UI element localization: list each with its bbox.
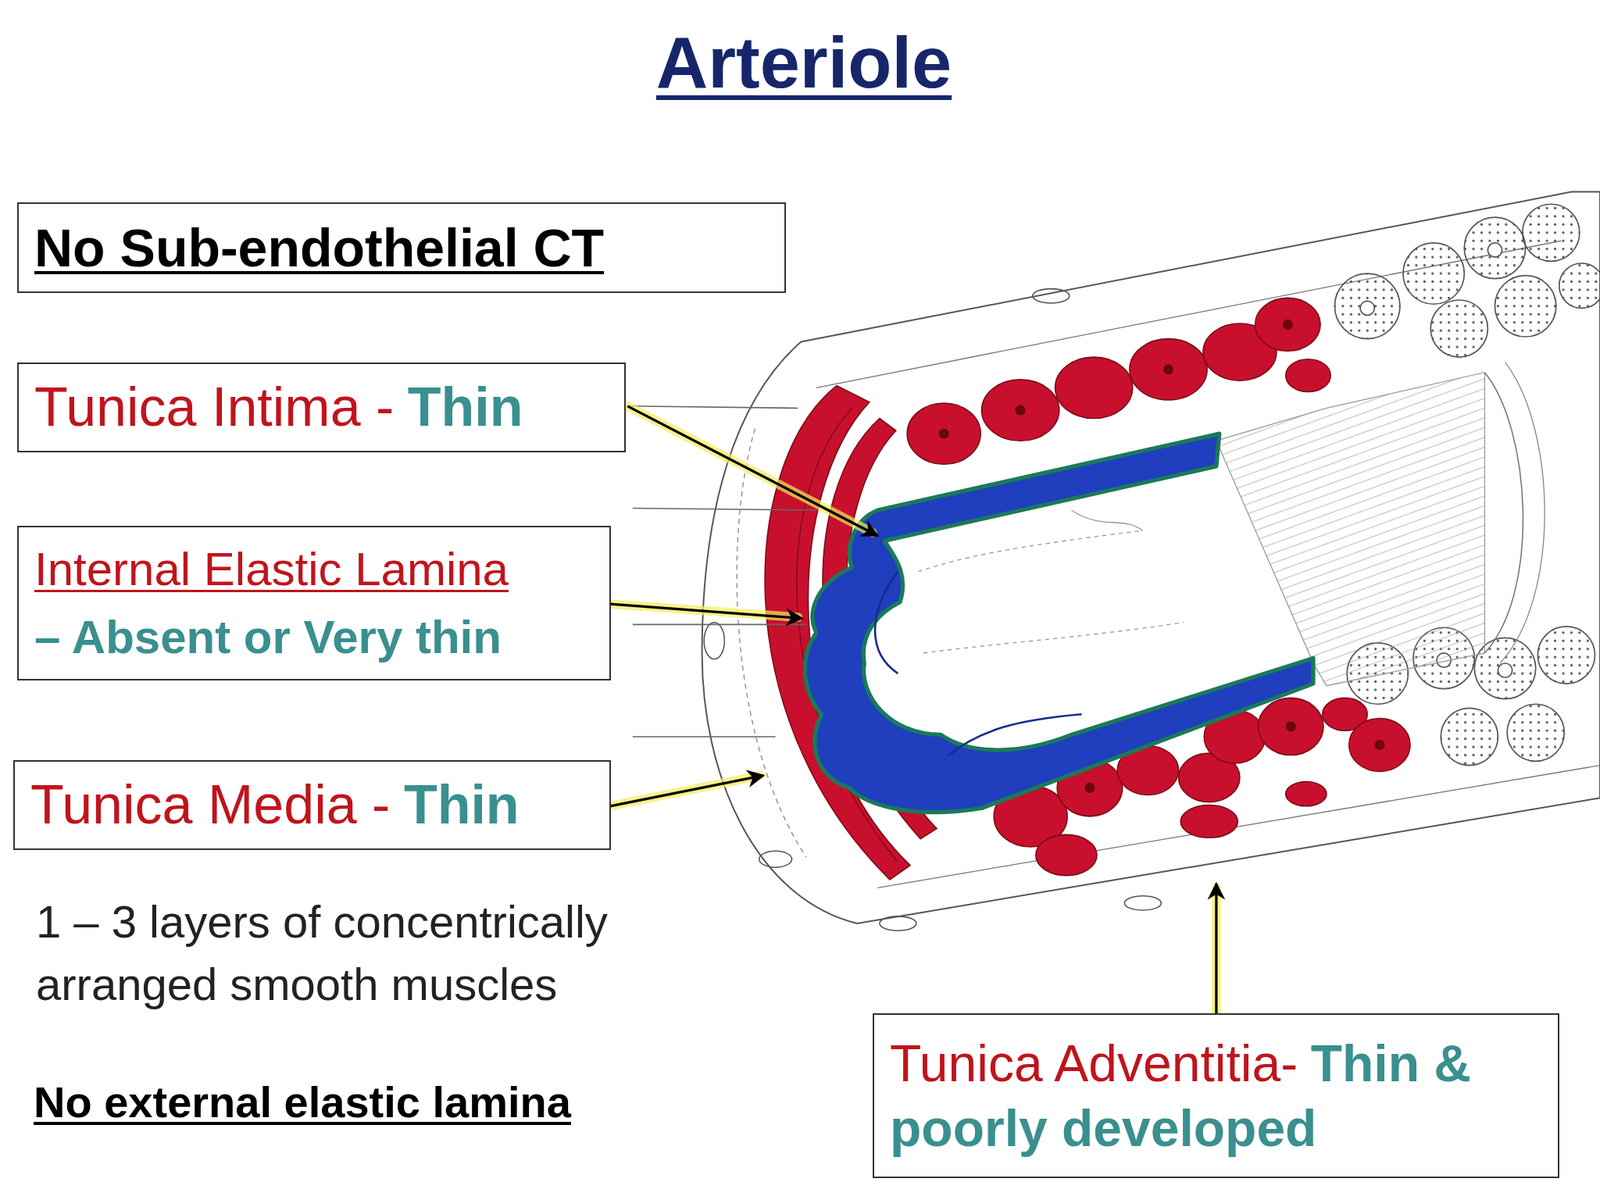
structure-description: Thin [403,774,520,836]
adventitia-cells [1497,663,1512,678]
smooth-muscle-cells [1282,319,1293,330]
smooth-muscle-cells [1180,805,1238,839]
label-text-wrap: Tunica Intima -Thin [34,373,609,443]
adventitia-cells [1522,203,1580,261]
endothelium [875,571,898,674]
structure-name: No Sub-endothelial CT [34,217,604,278]
callout-arrows [610,406,1217,1014]
smooth-muscle-cells [1285,721,1297,732]
label-box: Tunica Intima -Thin [17,362,626,453]
structure-description: Thin [407,376,524,438]
label-text-wrap: Tunica Adventitia-Thin & poorly develope… [889,1031,1543,1161]
label-box: Tunica Media -Thin [13,760,611,850]
smooth-muscle-cells [981,379,1059,441]
adventitia-cells [1430,300,1488,358]
smooth-muscle-cells [1015,405,1026,416]
adventitia-cells [1537,626,1595,684]
endothelium [804,433,1314,812]
smooth-muscle-cells [1035,834,1097,875]
figure-leader-lines [632,507,817,511]
adventitia-wall [702,192,1600,932]
figure-leader-lines [632,624,807,626]
adventitia-wall [702,192,1600,924]
adventitia-cells [1464,217,1525,279]
smooth-muscle-cells [1285,359,1331,393]
interior-wall [1216,372,1486,686]
adventitia-cells [1334,273,1400,340]
smooth-muscle-cells [1374,739,1385,750]
callout-arrows [610,775,764,807]
label-box: Tunica Adventitia-Thin & poorly develope… [872,1013,1560,1179]
adventitia-cells [1559,263,1600,308]
lumen-detail [918,530,1143,572]
adventitia-cells [1487,242,1502,258]
adventitia-cells [1440,707,1498,765]
smooth-muscle-cells [1129,339,1208,400]
label-text-wrap: Tunica Media -Thin [30,771,594,840]
endothelium [804,433,1314,812]
adventitia-wall [759,850,793,868]
adventitia-cells [1494,275,1556,337]
structure-name: Tunica Adventitia- [889,1034,1298,1093]
diagram-title: Arteriole [0,21,1600,104]
smooth-muscle-cells [907,403,981,465]
structure-name: Internal Elastic Lamina [34,535,594,604]
smooth-muscle-cells [1285,781,1327,806]
interior-wall [1500,362,1545,664]
callout-arrows [1214,883,1218,1014]
lumen-detail [1071,510,1143,531]
interior-wall [1216,362,1545,686]
smooth-muscle-cells [1084,782,1095,793]
smooth-muscle-cells [1055,357,1133,418]
note-heading: No external elastic lamina [33,1076,737,1128]
figure-leader-lines [632,735,776,738]
endothelium [949,714,1083,755]
lumen-detail [918,510,1185,654]
label-text-wrap: Internal Elastic Lamina– Absent or Very … [34,535,594,672]
label-box: Internal Elastic Lamina– Absent or Very … [17,525,611,681]
adventitia-wall [879,916,917,931]
adventitia-wall [1032,289,1070,304]
adventitia-cells [1403,242,1465,304]
adventitia-cells [1507,703,1565,761]
callout-arrows [627,406,878,536]
adventitia-wall [703,622,725,660]
note-text: 1 – 3 layers of concentrically arranged … [35,890,740,1016]
callout-arrows [610,406,1217,1014]
structure-name: Tunica Media - [30,774,390,836]
callout-arrows [610,406,1217,1014]
smooth-muscle-cells [939,428,950,440]
smooth-muscle-cells [1255,297,1322,351]
structure-description: – Absent or Very thin [34,603,594,672]
smooth-muscle-cells [1349,718,1411,772]
lumen-detail [923,622,1184,654]
figure-leader-lines [627,406,798,409]
adventitia-cells [1360,300,1375,315]
callout-arrows [610,603,803,618]
label-text-wrap: No Sub-endothelial CT [34,214,769,282]
label-box: No Sub-endothelial CT [17,202,786,293]
smooth-muscle-cells [1257,697,1324,755]
interior-wall [1484,372,1523,654]
adventitia-wall [1124,896,1161,911]
smooth-muscle-cells [1163,364,1174,375]
structure-name: Tunica Intima - [34,376,394,438]
